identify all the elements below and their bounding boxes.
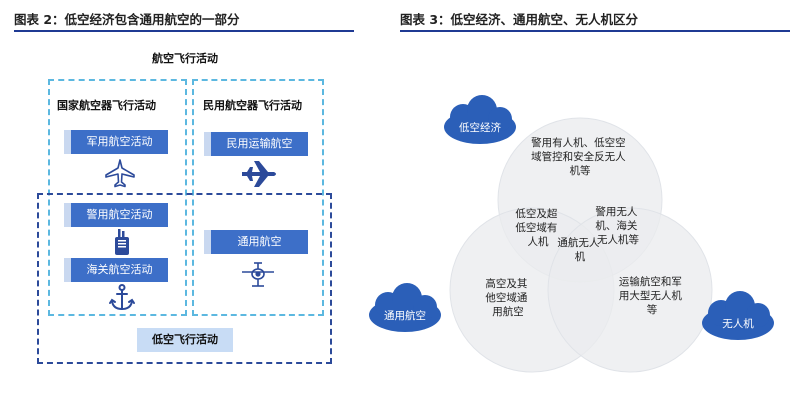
region-left-bottom: 高空及其 他空域通 用航空	[485, 277, 530, 318]
drone-cloud	[702, 291, 774, 340]
general-aviation-pill: 通用航空	[204, 230, 308, 254]
drone-circle	[547, 207, 713, 373]
plane-solid-icon	[242, 161, 276, 187]
region-right-mid: 警用无人 机、海关 无人机等	[595, 205, 640, 246]
right-title-rule	[400, 30, 790, 32]
region-left-mid: 低空及超 低空域有 人机	[515, 207, 560, 248]
drone-cloud-label: 无人机	[722, 317, 754, 330]
anchor-icon	[109, 284, 135, 311]
civil-transport-pill: 民用运输航空	[204, 132, 308, 156]
low-econ-cloud-label: 低空经济	[459, 121, 501, 134]
right-figure-title: 图表 3：低空经济、通用航空、无人机区分	[400, 12, 639, 27]
region-top: 警用有人机、低空空 域管控和安全反无人 机等	[531, 136, 629, 177]
low-altitude-label: 低空飞行活动	[137, 328, 233, 352]
police-aviation-pill: 警用航空活动	[64, 203, 168, 227]
light-aircraft-icon	[242, 262, 274, 287]
military-aviation-pill: 军用航空活动	[64, 130, 168, 154]
aviation-activity-label: 航空飞行活动	[152, 52, 218, 65]
left-figure-title: 图表 2：低空经济包含通用航空的一部分	[14, 12, 240, 27]
low-altitude-box	[37, 193, 332, 364]
venn-diagram: 低空经济 通用航空 无人机 警用有人机、低空空 域管控和安全反无人 机等 低空及…	[369, 95, 774, 373]
state-aircraft-box	[48, 79, 187, 316]
civil-aircraft-box	[192, 79, 324, 316]
civil-aircraft-label: 民用航空器飞行活动	[203, 99, 302, 112]
general-aviation-cloud-label: 通用航空	[384, 309, 426, 322]
region-right-bottom: 运输航空和军 用大型无人机 等	[619, 275, 685, 316]
customs-aviation-pill: 海关航空活动	[64, 258, 168, 282]
walkie-talkie-icon	[115, 229, 129, 255]
left-title-rule	[14, 30, 354, 32]
region-center: 通航无人 机	[557, 236, 602, 263]
state-aircraft-label: 国家航空器飞行活动	[57, 99, 156, 112]
plane-outline-icon	[105, 159, 135, 188]
general-aviation-cloud	[369, 283, 441, 332]
low-econ-cloud	[444, 95, 516, 144]
